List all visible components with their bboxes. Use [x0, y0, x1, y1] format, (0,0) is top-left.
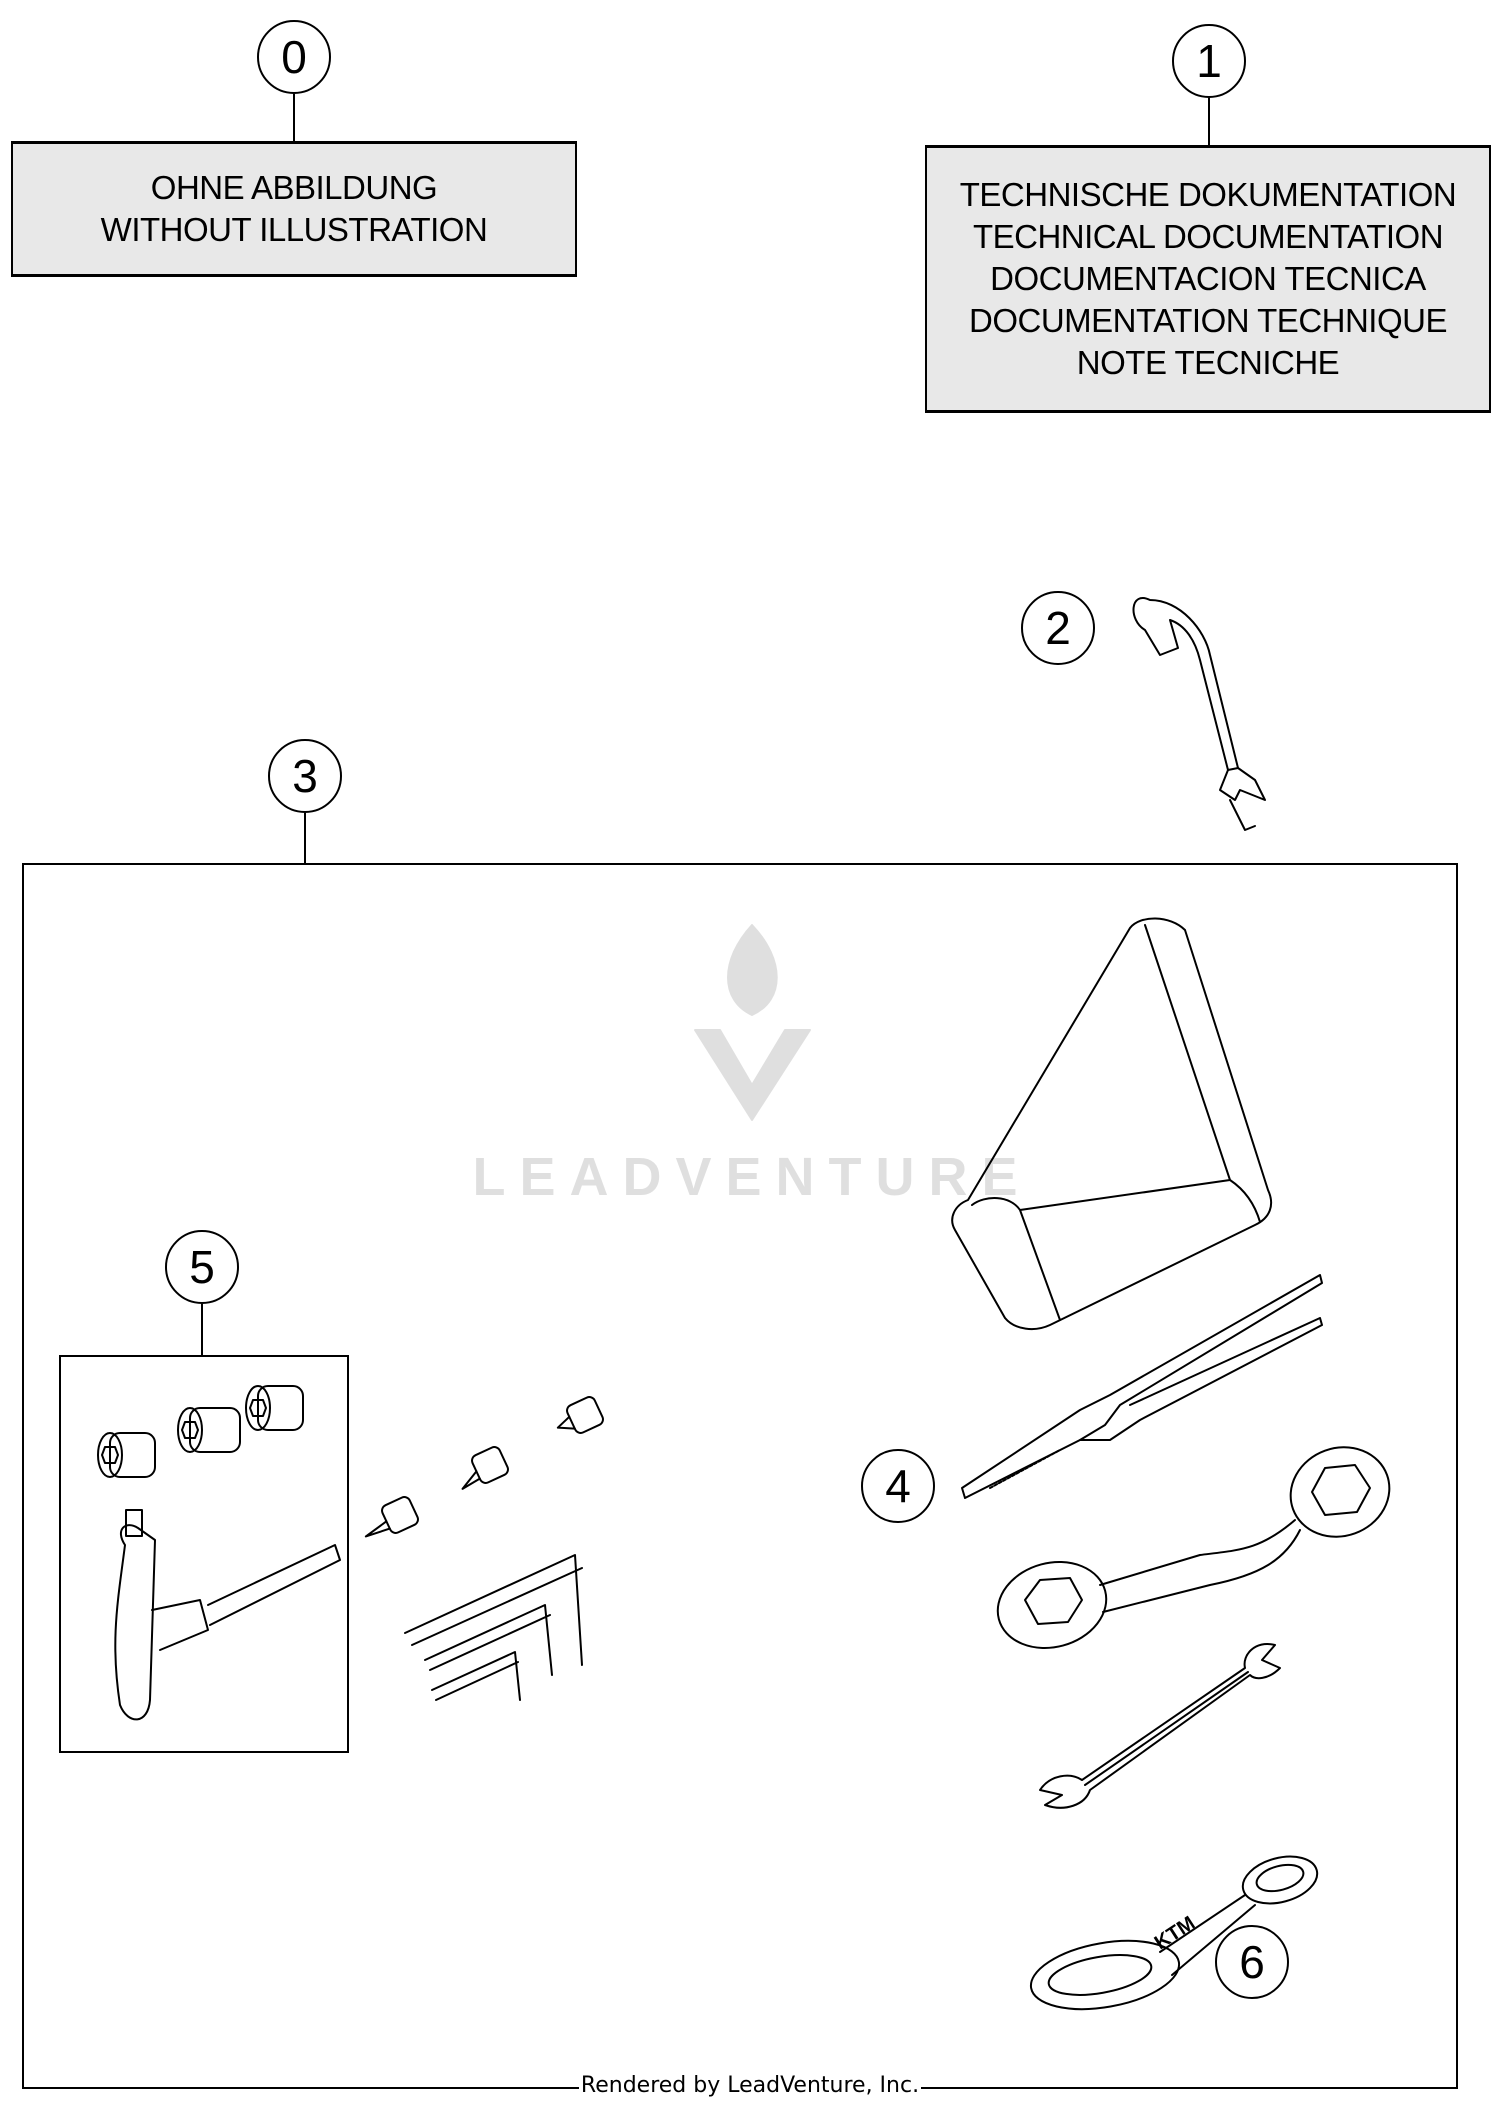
box1-line-4: DOCUMENTATION TECHNIQUE — [968, 302, 1448, 339]
callout-0[interactable]: 0 — [257, 20, 331, 94]
box0-line-2: WITHOUT ILLUSTRATION — [100, 211, 488, 248]
callout-5[interactable]: 5 — [165, 1230, 239, 1304]
leader-line-5 — [201, 1304, 203, 1355]
box0-line-1: OHNE ABBILDUNG — [150, 169, 438, 206]
box1-line-3: DOCUMENTACION TECNICA — [990, 260, 1426, 297]
hook-tool — [1132, 597, 1266, 831]
leadventure-watermark: LEADVENTURE — [472, 924, 1031, 1207]
open-end-wrench — [1039, 1643, 1281, 1809]
t-handle — [114, 1509, 341, 1721]
callout-4[interactable]: 4 — [861, 1449, 935, 1523]
footer-text: Rendered by LeadVenture, Inc. — [578, 2073, 922, 2098]
pliers — [961, 1274, 1323, 1499]
ring-wrench: KTM — [1029, 1855, 1319, 2011]
leader-line-0 — [293, 94, 295, 142]
ktm-logo: KTM — [1151, 1912, 1199, 1954]
callout-2[interactable]: 2 — [1021, 591, 1095, 665]
callout-3[interactable]: 3 — [268, 739, 342, 813]
svg-text:LEADVENTURE: LEADVENTURE — [472, 1147, 1031, 1207]
without-illustration-box: OHNE ABBILDUNG WITHOUT ILLUSTRATION — [11, 141, 577, 277]
leader-line-1 — [1208, 98, 1210, 146]
footer-credit: Rendered by LeadVenture, Inc. — [0, 2073, 1500, 2098]
socket-set — [97, 1385, 304, 1478]
tool-pouch — [951, 917, 1273, 1331]
box1-line-5: NOTE TECNICHE — [1076, 344, 1340, 381]
box1-line-1: TECHNISCHE DOKUMENTATION — [959, 176, 1457, 213]
allen-keys — [404, 1554, 583, 1701]
bit-sockets — [364, 1396, 604, 1538]
double-ring-spanner — [996, 1446, 1391, 1649]
callout-1[interactable]: 1 — [1172, 24, 1246, 98]
technical-documentation-box: TECHNISCHE DOKUMENTATION TECHNICAL DOCUM… — [925, 145, 1491, 413]
t-handle-set-frame — [59, 1355, 349, 1753]
box1-line-2: TECHNICAL DOCUMENTATION — [972, 218, 1444, 255]
callout-6[interactable]: 6 — [1215, 1925, 1289, 1999]
leader-line-3 — [304, 813, 306, 863]
